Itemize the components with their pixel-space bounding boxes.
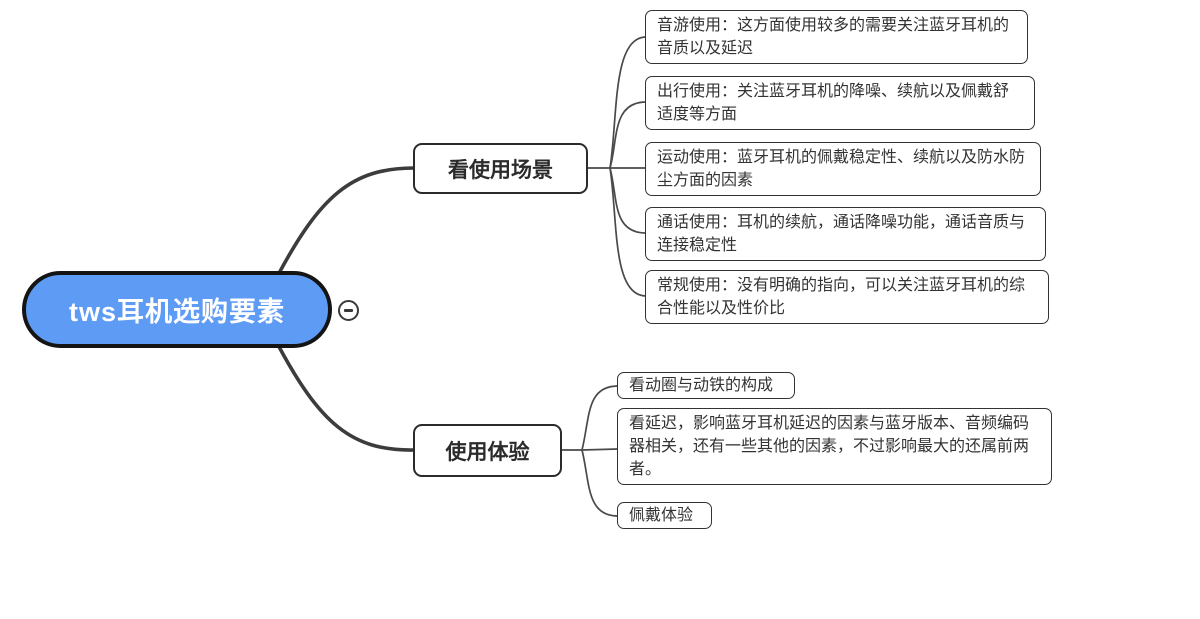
connector-root-to-branch-2 — [275, 341, 416, 452]
leaf-node-wearing-experience[interactable]: 佩戴体验 — [617, 502, 712, 529]
root-node[interactable]: tws耳机选购要素 — [22, 271, 332, 348]
leaf-node-call-use[interactable]: 通话使用：耳机的续航，通话降噪功能，通话音质与连接稳定性 — [645, 207, 1046, 261]
connector-branch2-leaf3 — [581, 449, 619, 517]
leaf-node-driver-composition[interactable]: 看动圈与动铁的构成 — [617, 372, 795, 399]
leaf-node-rhythm-game-use[interactable]: 音游使用：这方面使用较多的需要关注蓝牙耳机的音质以及延迟 — [645, 10, 1028, 64]
connector-branch1-leaf5 — [609, 167, 647, 297]
branch-node-user-experience[interactable]: 使用体验 — [413, 424, 562, 477]
leaf-node-travel-use[interactable]: 出行使用：关注蓝牙耳机的降噪、续航以及佩戴舒适度等方面 — [645, 76, 1035, 130]
connector-branch2-leaf1 — [581, 385, 619, 451]
minus-bar — [344, 309, 353, 312]
connector-branch1-leaf2 — [609, 101, 647, 169]
leaf-node-regular-use[interactable]: 常规使用：没有明确的指向，可以关注蓝牙耳机的综合性能以及性价比 — [645, 270, 1049, 324]
branch-label: 看使用场景 — [448, 158, 553, 182]
connector-branch1-leaf1 — [609, 36, 647, 169]
branch-label: 使用体验 — [445, 440, 530, 464]
branch-node-usage-scenarios[interactable]: 看使用场景 — [413, 143, 588, 194]
root-node-label: tws耳机选购要素 — [68, 297, 285, 327]
connector-root-to-branch-1 — [275, 166, 416, 279]
connector-branch2-leaf2 — [581, 448, 619, 451]
leaf-node-sport-use[interactable]: 运动使用：蓝牙耳机的佩戴稳定性、续航以及防水防尘方面的因素 — [645, 142, 1041, 196]
collapse-minus-icon[interactable] — [338, 300, 359, 321]
leaf-node-latency[interactable]: 看延迟，影响蓝牙耳机延迟的因素与蓝牙版本、音频编码器相关，还有一些其他的因素，不… — [617, 408, 1052, 485]
